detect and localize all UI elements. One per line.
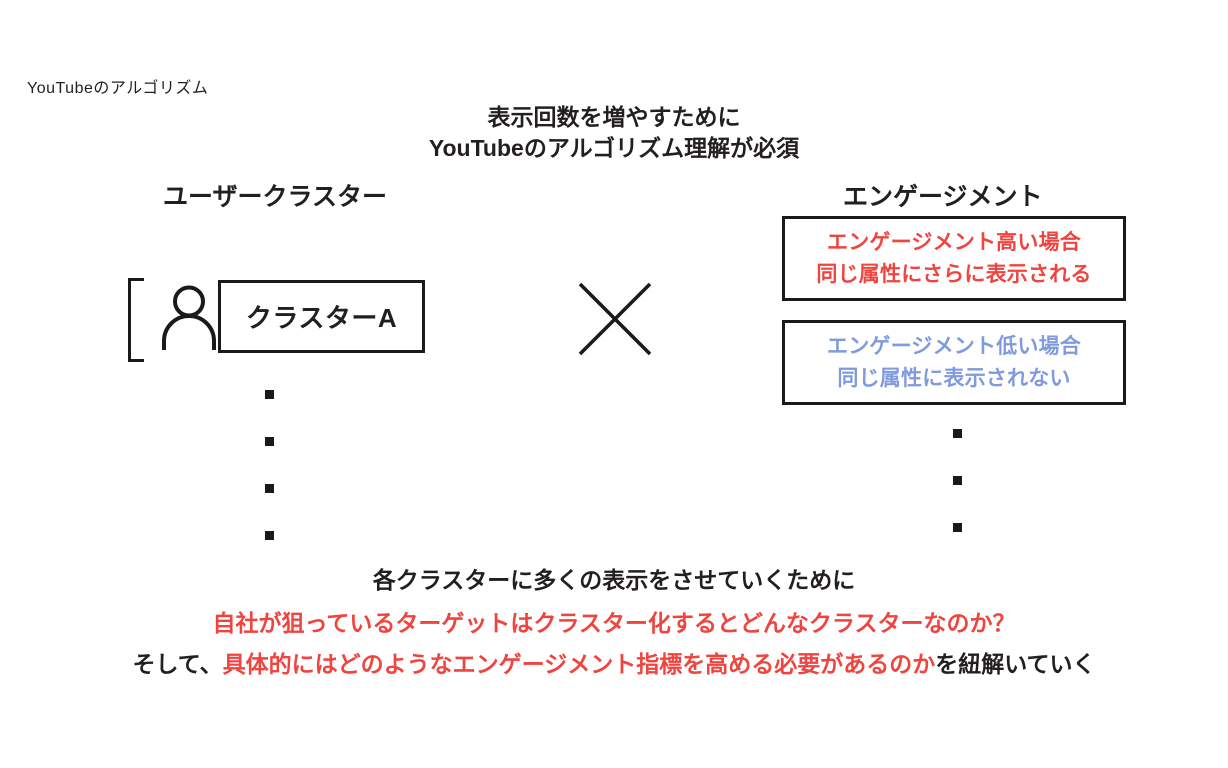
engagement-low-line-1: エンゲージメント低い場合 bbox=[827, 334, 1081, 358]
conclusion-line-3-highlight: 具体的にはどのようなエンゲージメント指標を高める必要があるのか bbox=[222, 651, 936, 677]
page-title-line-2: YouTubeのアルゴリズム理解が必須 bbox=[428, 135, 800, 161]
engagement-high-line-2: 同じ属性にさらに表示される bbox=[816, 262, 1092, 286]
cluster-continuation-dot bbox=[265, 437, 274, 446]
square-bracket-icon bbox=[128, 278, 144, 362]
engagement-low-box[interactable]: エンゲージメント低い場合 同じ属性に表示されない bbox=[782, 320, 1126, 405]
engagement-high-box[interactable]: エンゲージメント高い場合 同じ属性にさらに表示される bbox=[782, 216, 1126, 301]
cluster-a-box[interactable]: クラスターA bbox=[218, 280, 425, 353]
cluster-continuation-dot bbox=[265, 390, 274, 399]
conclusion-line-2: 自社が狙っているターゲットはクラスター化するとどんなクラスターなのか？ bbox=[212, 610, 1016, 636]
page-title: 表示回数を増やすために YouTubeのアルゴリズム理解が必須 bbox=[0, 102, 1228, 164]
engagement-low-line-2: 同じ属性に表示されない bbox=[837, 366, 1071, 390]
corner-label: YouTubeのアルゴリズム bbox=[27, 80, 209, 97]
user-cluster-heading: ユーザークラスター bbox=[163, 183, 388, 211]
cluster-continuation-dot bbox=[265, 484, 274, 493]
conclusion-line-1: 各クラスターに多くの表示をさせていくために bbox=[372, 567, 856, 593]
conclusion-line-3-prefix: そして、 bbox=[132, 651, 223, 677]
cluster-a-label: クラスターA bbox=[245, 303, 398, 333]
cluster-continuation-dot bbox=[265, 531, 274, 540]
conclusion-line-3: そして、具体的にはどのようなエンゲージメント指標を高める必要があるのかを紐解いて… bbox=[0, 645, 1228, 679]
person-icon bbox=[158, 284, 220, 350]
page-title-line-1: 表示回数を増やすために bbox=[487, 104, 741, 130]
multiply-x-icon bbox=[578, 282, 652, 356]
engagement-continuation-dot bbox=[953, 523, 962, 532]
conclusion-line-3-suffix: を紐解いていく bbox=[935, 651, 1096, 677]
engagement-continuation-dot bbox=[953, 429, 962, 438]
engagement-continuation-dot bbox=[953, 476, 962, 485]
engagement-heading: エンゲージメント bbox=[843, 183, 1043, 211]
engagement-high-line-1: エンゲージメント高い場合 bbox=[827, 230, 1081, 254]
user-cluster-group: クラスターA bbox=[128, 272, 428, 362]
